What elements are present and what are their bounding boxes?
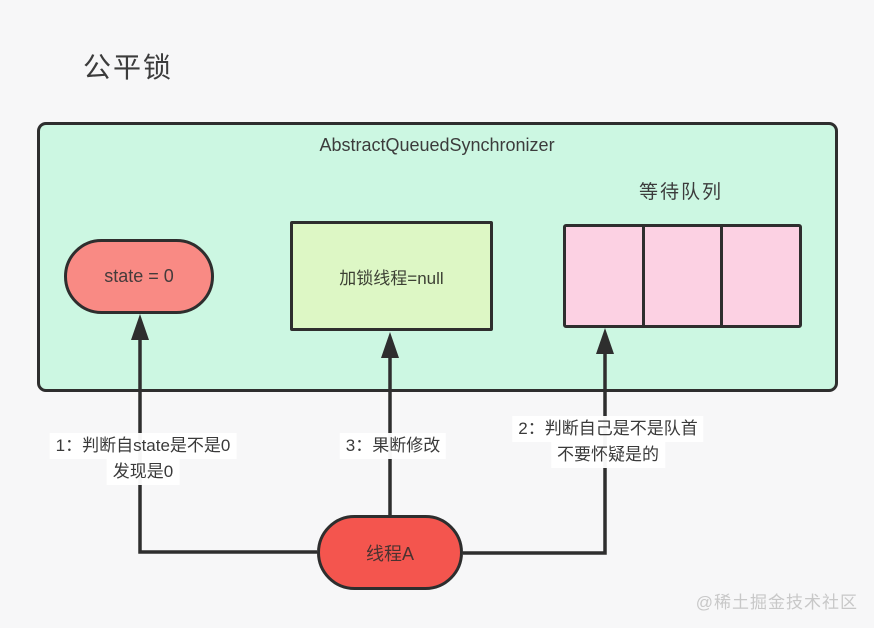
- arrowhead-lock-thread: [381, 332, 399, 358]
- queue-cell: [641, 227, 721, 325]
- lock-thread-node-label: 加锁线程=null: [339, 268, 444, 288]
- annotation-step1-line1: 1：判断自state是不是0: [49, 433, 237, 459]
- annotation-step1: 1：判断自state是不是0 发现是0: [49, 433, 237, 485]
- thread-node: 线程A: [317, 515, 463, 590]
- annotation-step3-line1: 3：果断修改: [339, 433, 447, 459]
- thread-node-label: 线程A: [365, 543, 414, 564]
- annotation-step1-line2: 发现是0: [106, 458, 180, 485]
- watermark: @稀土掘金技术社区: [695, 593, 858, 612]
- arrowhead-queue: [596, 328, 614, 354]
- state-node: state = 0: [64, 239, 214, 314]
- page-title: 公平锁: [83, 52, 174, 83]
- arrowhead-state: [131, 314, 149, 340]
- annotation-step2-line1: 2：判断自己是不是队首: [512, 416, 704, 442]
- aqs-title: AbstractQueuedSynchronizer: [319, 135, 555, 155]
- wait-queue: [563, 224, 802, 328]
- annotation-step2-line2: 不要怀疑是的: [551, 441, 665, 468]
- state-node-label: state = 0: [104, 266, 174, 286]
- queue-cell: [566, 227, 642, 325]
- wait-queue-label: 等待队列: [638, 182, 724, 203]
- annotation-step2: 2：判断自己是不是队首 不要怀疑是的: [512, 416, 704, 468]
- queue-cell: [720, 227, 800, 325]
- lock-thread-node: 加锁线程=null: [290, 221, 493, 331]
- arrow-line-state: [138, 338, 317, 554]
- annotation-step3: 3：果断修改: [339, 433, 447, 459]
